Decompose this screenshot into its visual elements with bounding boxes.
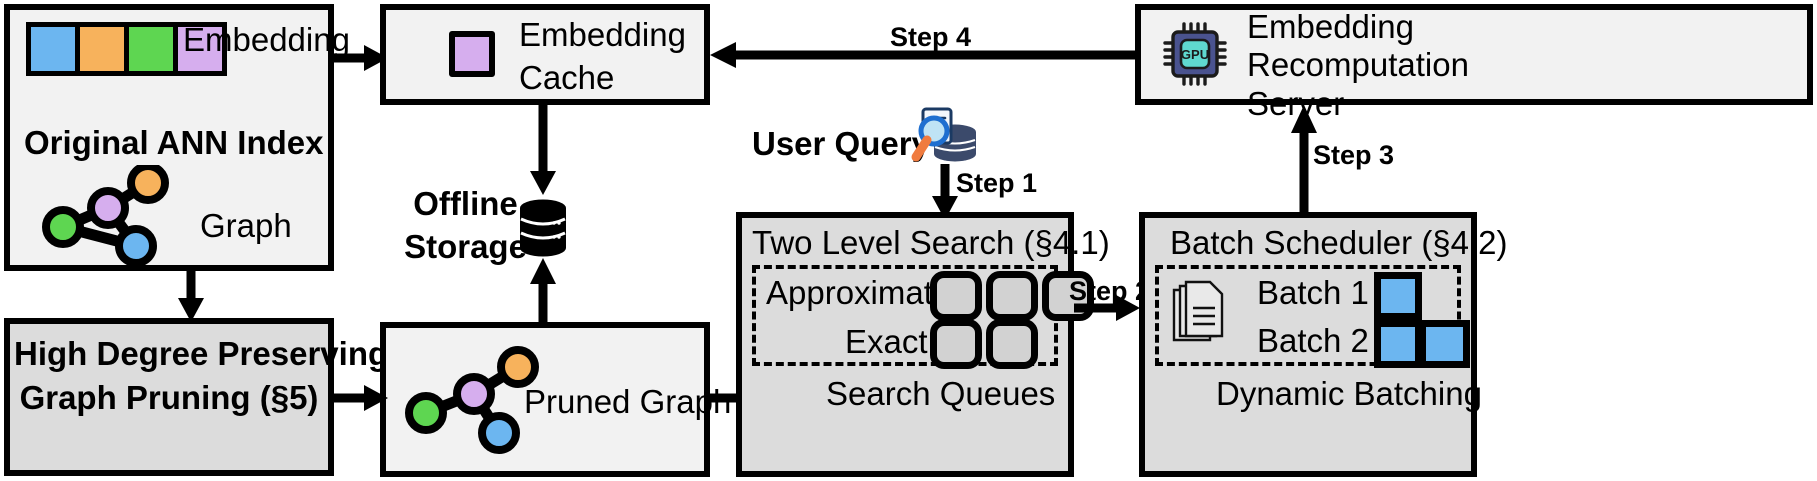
arrow-step4 xyxy=(710,42,1136,68)
arrow-index-to-pruning xyxy=(178,268,204,322)
queue-cell xyxy=(930,271,982,321)
step1-label: Step 1 xyxy=(956,168,1038,198)
offline-storage-line1: Offline xyxy=(413,185,518,222)
pruned-graph-label: Pruned Graph xyxy=(524,383,732,420)
batch1-label: Batch 1 xyxy=(1257,274,1369,311)
pruned-graph-illustration xyxy=(405,346,539,454)
step2-label: Step 2 xyxy=(1069,276,1151,306)
search-database-icon xyxy=(911,107,976,162)
batch2-chips xyxy=(1374,320,1470,368)
original-ann-index-title: Original ANN Index xyxy=(24,124,324,161)
batch-chip-blue xyxy=(1374,272,1422,320)
queue-cell xyxy=(986,271,1038,321)
embedding-cache-chip xyxy=(449,31,495,77)
dynamic-batching-panel xyxy=(1155,265,1461,366)
step4-label: Step 4 xyxy=(890,22,972,52)
recompute-server-box xyxy=(1135,4,1813,105)
original-graph-illustration xyxy=(42,165,169,265)
graph-label: Graph xyxy=(200,207,292,244)
batch2-label: Batch 2 xyxy=(1257,322,1369,359)
recompute-server-line1: Embedding xyxy=(1247,8,1414,45)
recompute-server-line2: Recomputation xyxy=(1247,46,1469,84)
embedding-chip-blue xyxy=(31,27,75,71)
batch-chip-green xyxy=(1422,320,1470,368)
embedding-cache-box xyxy=(380,4,710,105)
recompute-server-line3: Server xyxy=(1247,84,1345,122)
arrow-pruning-to-pruned-graph xyxy=(334,385,388,411)
graph-pruning-title: High Degree Preserving Graph Pruning (§5… xyxy=(14,332,389,419)
exact-label: Exact xyxy=(845,323,928,360)
embedding-chip-purple xyxy=(173,27,222,71)
approximate-label: Approximate xyxy=(766,274,952,311)
user-query-label: User Query xyxy=(752,125,930,162)
arrow-pruned-to-storage xyxy=(530,258,556,326)
two-level-search-title: Two Level Search (§4.1) xyxy=(752,224,1110,261)
embedding-cache-line2: Cache xyxy=(519,58,615,96)
gpu-icon-text: GPU xyxy=(1181,47,1209,62)
graph-pruning-line2: Graph Pruning (§5) xyxy=(19,378,319,416)
step3-label: Step 3 xyxy=(1313,140,1395,170)
graph-pruning-line1: High Degree Preserving xyxy=(14,335,389,372)
arrow-cache-to-storage xyxy=(530,105,556,195)
embedding-chip-orange xyxy=(75,27,124,71)
dynamic-batching-footer: Dynamic Batching xyxy=(1216,375,1482,412)
embedding-chip-green xyxy=(124,27,173,71)
arrow-step3 xyxy=(1291,105,1317,213)
exact-queue-cells xyxy=(930,319,1038,369)
graph-pruning-box xyxy=(4,318,334,476)
queue-cell xyxy=(986,319,1038,369)
arrow-index-to-cache xyxy=(334,45,388,71)
gpu-icon: GPU xyxy=(1163,22,1227,86)
embedding-cache-line1: Embedding xyxy=(519,16,686,53)
batch1-chips xyxy=(1374,272,1422,320)
offline-storage-line2: Storage xyxy=(404,227,527,265)
arrow-step1 xyxy=(932,164,958,220)
batch-scheduler-title: Batch Scheduler (§4.2) xyxy=(1170,224,1508,261)
recompute-server-title: Embedding Recomputation Server xyxy=(1247,8,1469,123)
arrow-step2 xyxy=(1074,295,1140,321)
embedding-cache-title: Embedding Cache xyxy=(519,14,686,100)
queue-cell xyxy=(1042,271,1094,321)
offline-storage-label: Offline Storage xyxy=(398,183,533,269)
documents-icon xyxy=(1172,280,1224,342)
embedding-label: Embedding xyxy=(183,21,350,58)
embedding-chip-strip xyxy=(26,22,227,76)
search-queues-footer: Search Queues xyxy=(826,375,1056,412)
queue-cell xyxy=(930,319,982,369)
database-icon xyxy=(520,199,566,257)
batch-scheduler-box xyxy=(1139,212,1477,477)
approximate-queue-cells xyxy=(930,271,1094,321)
batch-chip-orange xyxy=(1374,320,1422,368)
